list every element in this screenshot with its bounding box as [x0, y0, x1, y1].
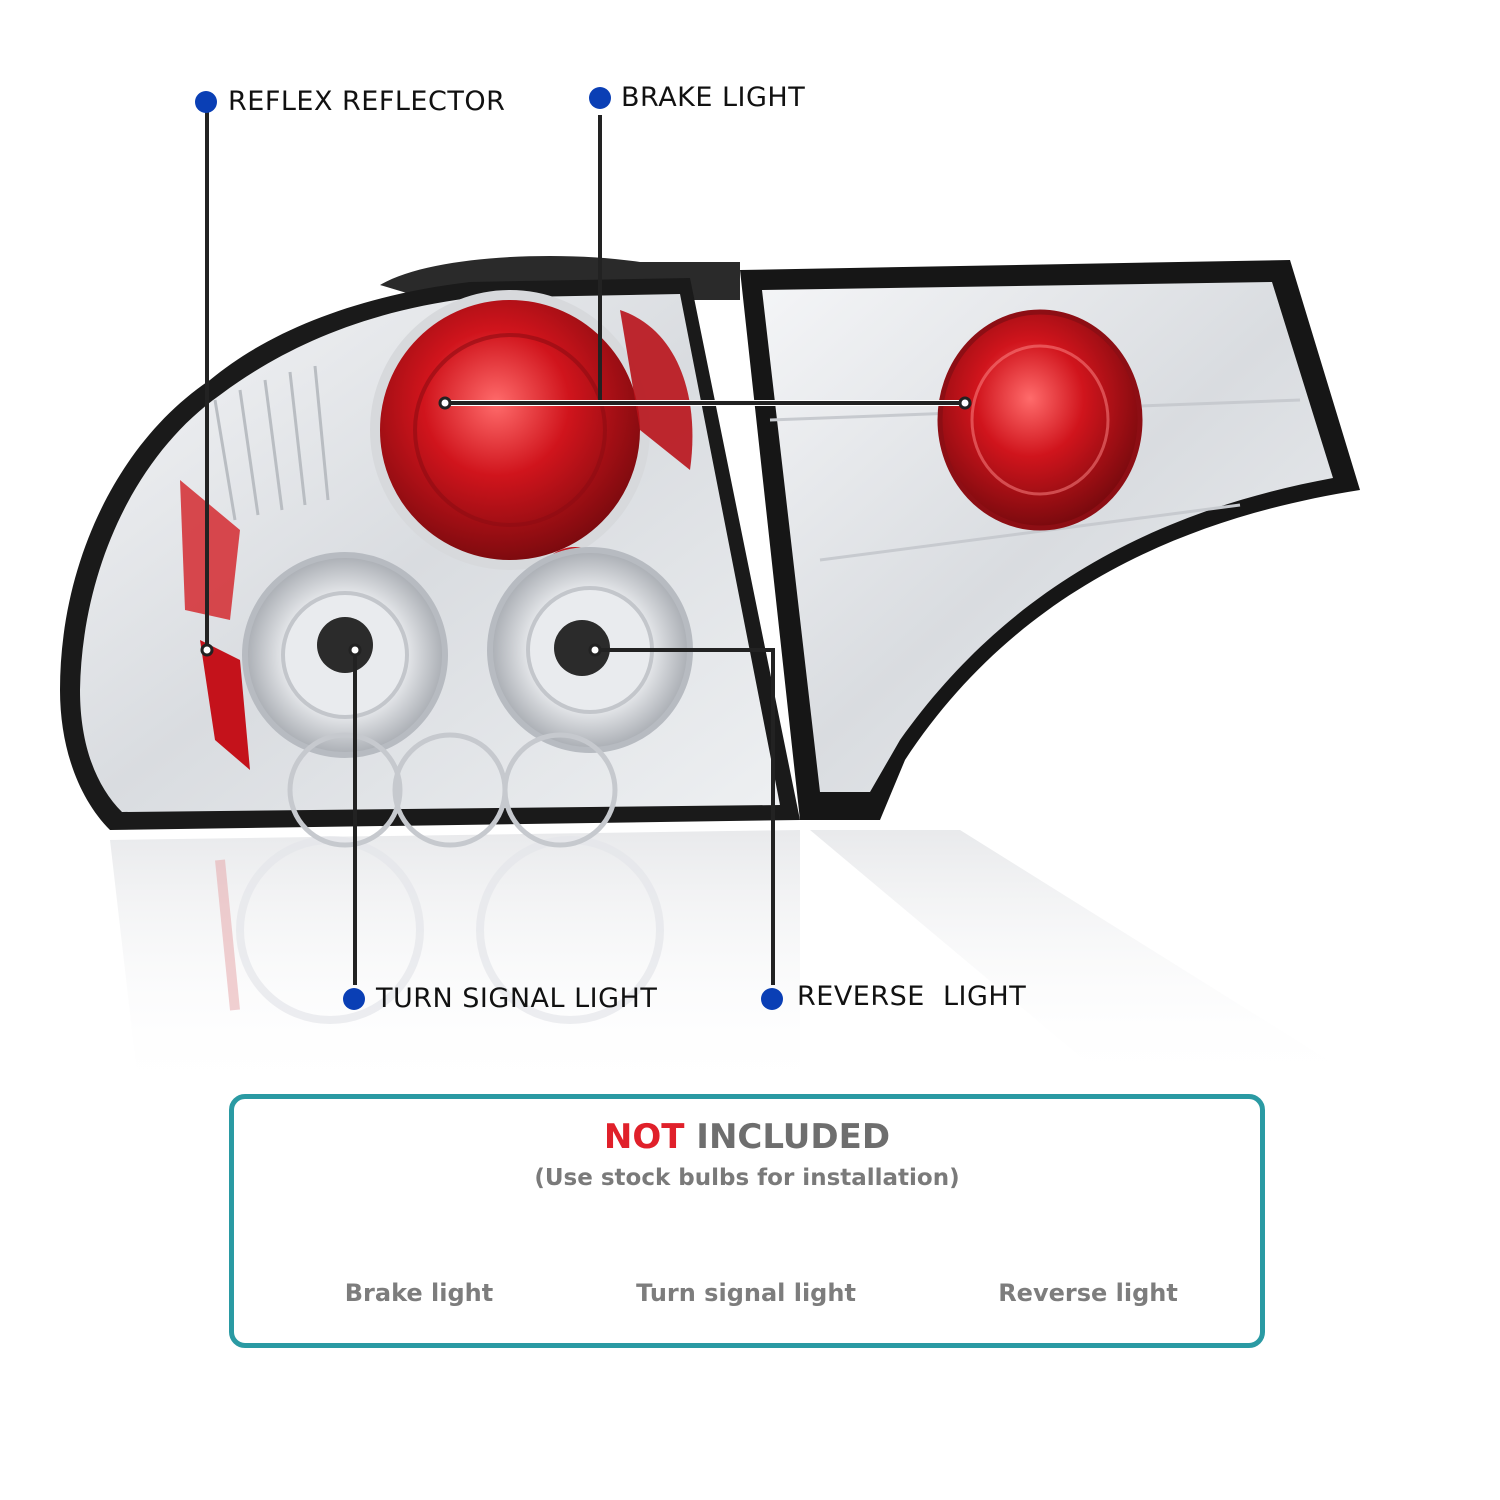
- trunk-brake-lens: [937, 309, 1143, 531]
- turn-signal-socket: [317, 617, 373, 673]
- brake-light-label: BRAKE LIGHT: [621, 82, 806, 113]
- reverse-light-label: REVERSE LIGHT: [797, 981, 1027, 1012]
- bulb-item-brake: Brake light: [344, 1279, 494, 1307]
- turn-signal-marker-dot: [343, 988, 365, 1010]
- inner-tail-light: [740, 260, 1360, 820]
- bulbs-not-included-note: NOT INCLUDED (Use stock bulbs for instal…: [229, 1094, 1265, 1348]
- brake-light-marker-dot: [589, 87, 611, 109]
- note-subtitle: (Use stock bulbs for installation): [534, 1165, 960, 1191]
- reflex-reflector-strip: [180, 480, 250, 770]
- reverse-socket: [554, 620, 610, 676]
- reflex-reflector-marker-dot: [195, 91, 217, 113]
- outer-tail-light: [60, 255, 800, 848]
- bulb-item-turn-signal: Turn signal light: [636, 1279, 856, 1307]
- floor-reflection: [110, 830, 1360, 1100]
- turn-signal-light-label: TURN SIGNAL LIGHT: [376, 983, 658, 1014]
- leader-end-points: [200, 396, 972, 657]
- callout-leader-lines: [205, 112, 965, 985]
- note-title: NOT INCLUDED: [234, 1117, 1260, 1157]
- reverse-light-marker-dot: [761, 988, 783, 1010]
- note-title-emphasis: NOT: [603, 1117, 685, 1157]
- bulb-item-reverse: Reverse light: [998, 1279, 1178, 1307]
- reflex-reflector-label: REFLEX REFLECTOR: [228, 86, 506, 117]
- note-title-rest: INCLUDED: [696, 1117, 891, 1157]
